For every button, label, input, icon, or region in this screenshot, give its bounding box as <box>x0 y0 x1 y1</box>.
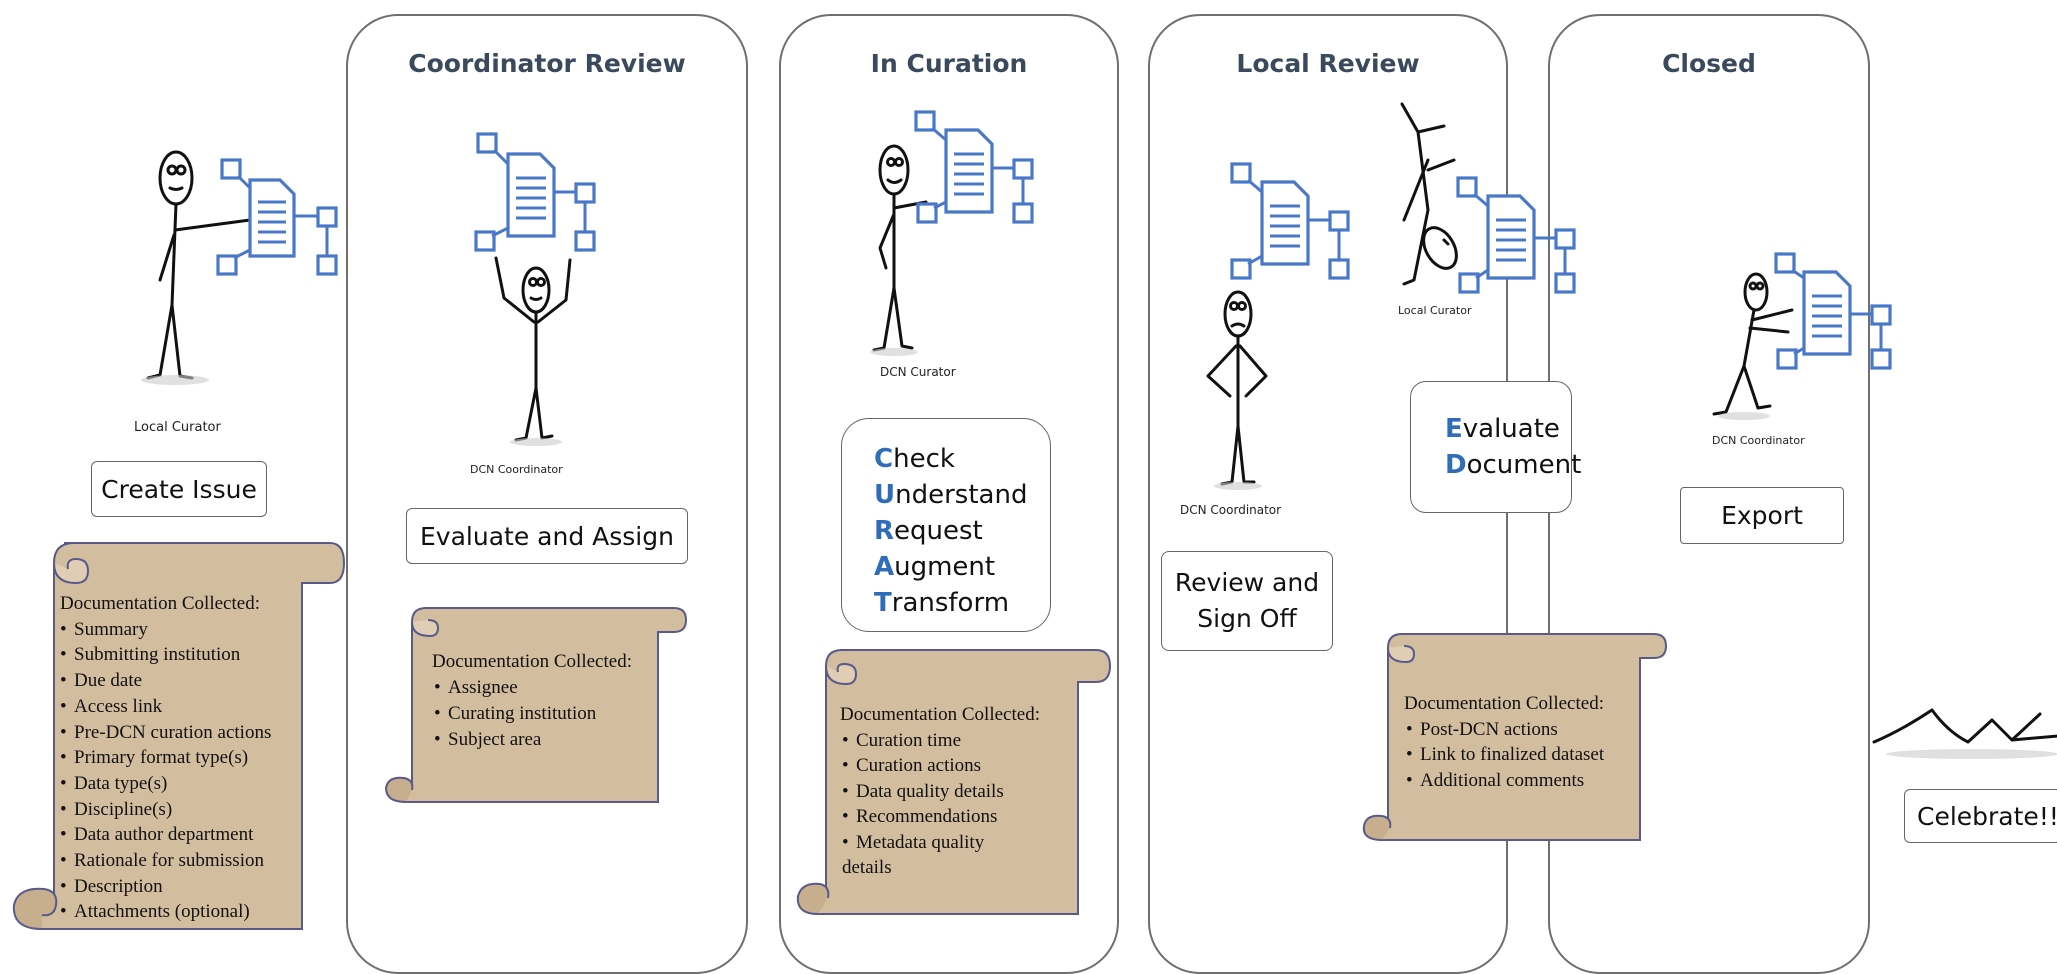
celebrate-box: Celebrate!! <box>1904 789 2057 843</box>
doc-item: Rationale for submission <box>60 848 271 874</box>
local-curator-figure-icon <box>141 150 262 385</box>
dcn-coordinator-figure-icon <box>494 256 572 446</box>
doc-item: Post-DCN actions <box>1406 717 1604 743</box>
role-label-dcn-coordinator: DCN Coordinator <box>470 463 563 476</box>
role-label-local-curator: Local Curator <box>134 420 221 435</box>
lane-title-closed: Closed <box>1662 49 1756 78</box>
documentation-heading: Documentation Collected: <box>60 593 260 614</box>
doc-item: Primary format type(s) <box>60 745 271 771</box>
review-label-line1: Review and <box>1174 568 1320 597</box>
lane-title-coordinator-review: Coordinator Review <box>408 49 686 78</box>
curation-documentation: Documentation Collected: Curation time C… <box>840 702 1040 881</box>
celebrate-label: Celebrate!! <box>1917 801 2057 831</box>
documentation-heading: Documentation Collected: <box>432 651 632 672</box>
doc-item: Curation actions <box>842 753 1040 779</box>
doc-item: Due date <box>60 668 271 694</box>
lane-title-in-curation: In Curation <box>870 49 1028 78</box>
create-issue-label: Create Issue <box>101 474 257 504</box>
doc-item: Link to finalized dataset <box>1406 742 1604 768</box>
doc-item: Curating institution <box>434 701 632 727</box>
dcn-coordinator-figure-icon <box>1206 290 1268 490</box>
documentation-heading: Documentation Collected: <box>840 704 1040 725</box>
evaluate-document-box: Evaluate Document <box>1410 381 1581 513</box>
create-issue-box: Create Issue <box>91 461 267 517</box>
doc-item: Access link <box>60 694 271 720</box>
document-network-icon <box>1230 162 1350 280</box>
document-network-icon <box>216 158 338 276</box>
local-curator-cartwheel-figure-icon <box>1400 102 1458 286</box>
document-network-icon <box>914 110 1034 224</box>
doc-item: Data author department <box>60 822 271 848</box>
create-issue-documentation: Documentation Collected: Summary Submitt… <box>60 591 271 925</box>
doc-item: Discipline(s) <box>60 797 271 823</box>
doc-item: Submitting institution <box>60 642 271 668</box>
coordinator-documentation: Documentation Collected: Assignee Curati… <box>432 649 632 753</box>
export-label: Export <box>1721 501 1803 530</box>
role-label-local-curator: Local Curator <box>1398 304 1472 317</box>
document-line: Document <box>1445 450 1582 480</box>
document-network-icon <box>1456 176 1576 294</box>
role-label-dcn-curator: DCN Curator <box>880 365 956 379</box>
document-network-icon <box>1774 252 1892 370</box>
celebrating-figure-icon <box>1872 708 2057 759</box>
doc-item: Recommendations <box>842 804 1040 830</box>
curate-line: Check <box>874 444 955 474</box>
doc-item: Data type(s) <box>60 771 271 797</box>
curate-acronym-box: Check Understand Request Augment Transfo… <box>841 418 1051 632</box>
evaluate-line: Evaluate <box>1445 414 1560 444</box>
doc-item: Subject area <box>434 727 632 753</box>
doc-item: Pre-DCN curation actions <box>60 720 271 746</box>
doc-item: Additional comments <box>1406 768 1604 794</box>
doc-item: Data quality details <box>842 779 1040 805</box>
documentation-heading: Documentation Collected: <box>1404 693 1604 714</box>
role-label-dcn-coordinator: DCN Coordinator <box>1712 434 1805 447</box>
curate-line: Transform <box>874 588 1010 618</box>
doc-item: Metadata quality details <box>842 830 1012 881</box>
document-network-icon <box>474 132 596 252</box>
review-and-sign-off-box: Review and Sign Off <box>1161 551 1333 651</box>
curate-line: Request <box>874 516 983 546</box>
lane-title-local-review: Local Review <box>1236 49 1420 78</box>
doc-item: Summary <box>60 617 271 643</box>
evaluate-and-assign-box: Evaluate and Assign <box>406 508 688 564</box>
export-box: Export <box>1680 487 1844 544</box>
evaluate-and-assign-label: Evaluate and Assign <box>420 521 674 551</box>
document-word: ocument <box>1466 450 1582 480</box>
dcn-curator-figure-icon <box>870 144 928 356</box>
evaluate-word: valuate <box>1462 414 1560 444</box>
dcn-coordinator-pushing-figure-icon <box>1712 272 1794 420</box>
review-label-line2: Sign Off <box>1197 604 1297 633</box>
curate-line: Augment <box>874 552 996 582</box>
role-label-dcn-coordinator: DCN Coordinator <box>1180 503 1282 517</box>
doc-item: Attachments (optional) <box>60 899 271 925</box>
doc-item: Description <box>60 874 271 900</box>
curate-line: Understand <box>874 480 1028 510</box>
local-review-documentation: Documentation Collected: Post-DCN action… <box>1404 691 1604 793</box>
doc-item: Curation time <box>842 728 1040 754</box>
doc-item: Assignee <box>434 675 632 701</box>
